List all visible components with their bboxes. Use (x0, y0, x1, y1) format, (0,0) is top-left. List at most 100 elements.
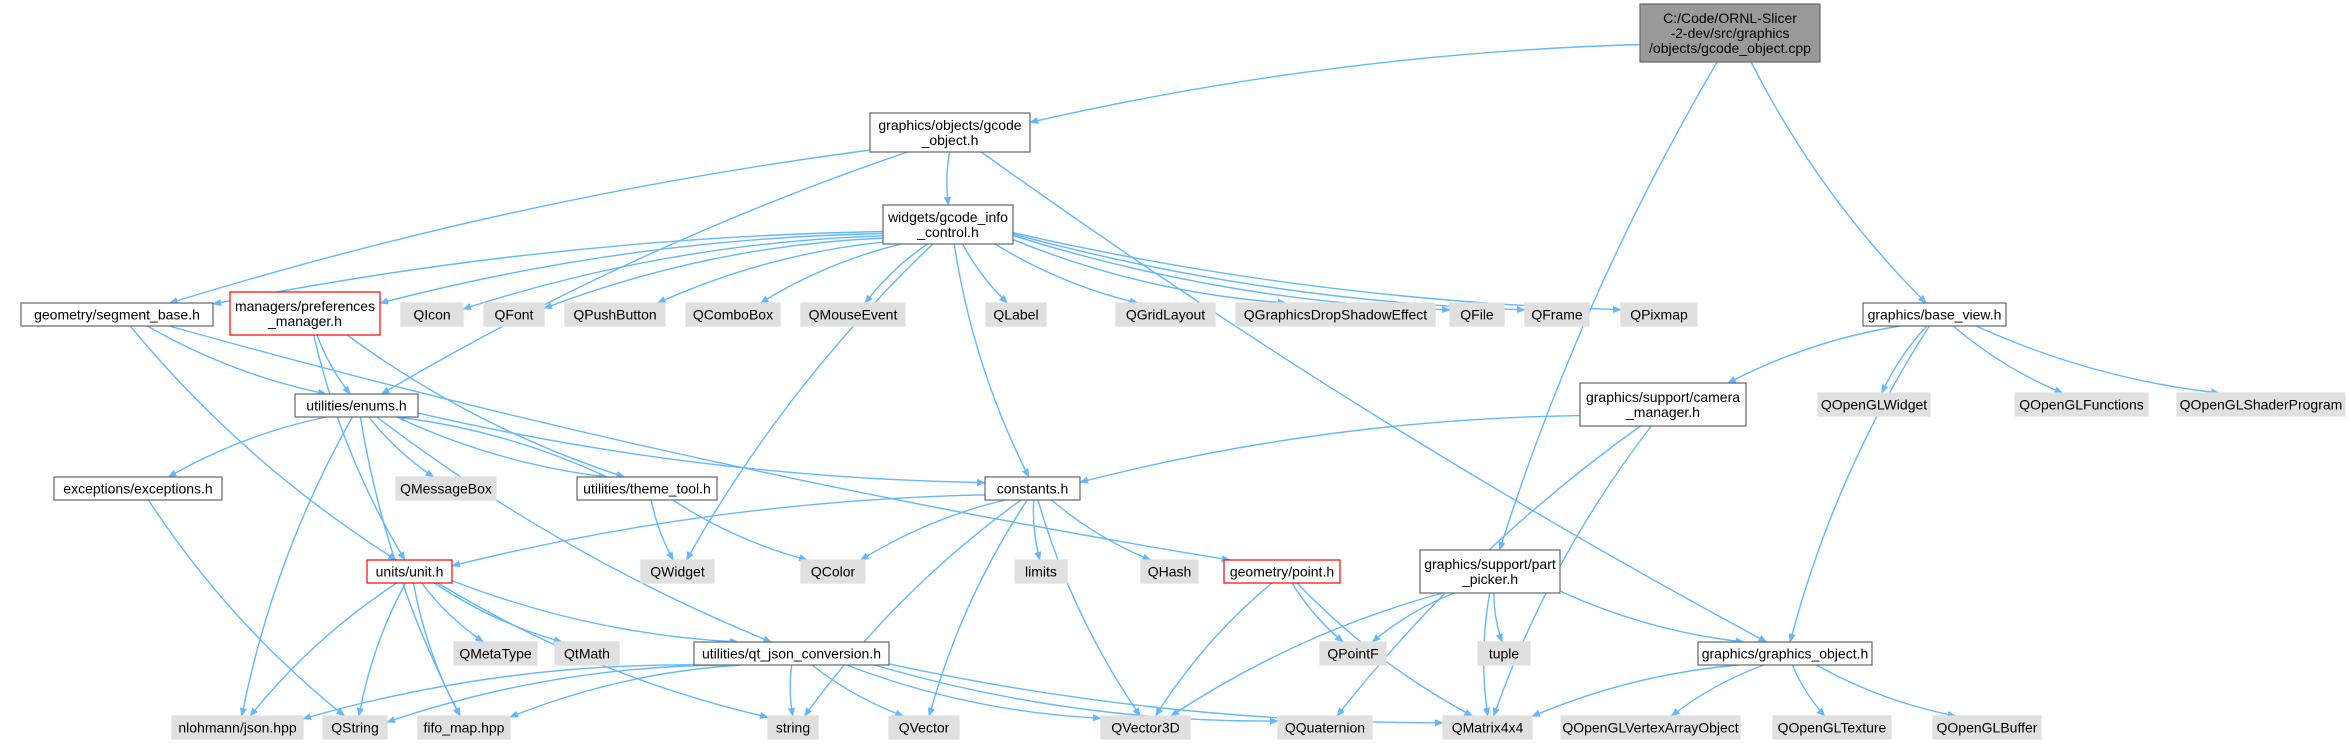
node-constants-h[interactable]: constants.h (984, 476, 1081, 501)
edge-gcode_info_control_h-to-qfont (543, 237, 884, 309)
node-qopenglshaderprogram: QOpenGLShaderProgram (2176, 392, 2346, 417)
node-box (640, 559, 715, 584)
node-label-line: constants.h (997, 481, 1069, 497)
node-segment-base-h[interactable]: geometry/segment_base.h (20, 302, 214, 327)
edge-gcode_info_control_h-to-qmouseevent (864, 243, 928, 304)
edge-qt_json_conversion_h-to-qstring (386, 664, 724, 723)
edge-base_view_h-to-camera_manager_h (1727, 325, 1900, 384)
edge-enums_h-to-nlohmann_json (239, 416, 353, 717)
edge-enums_h-to-constants_h (417, 412, 986, 487)
edge-theme_tool_h-to-qcolor (672, 499, 809, 562)
node-box (483, 302, 545, 327)
node-theme-tool-h[interactable]: utilities/theme_tool.h (576, 476, 718, 501)
edge-unit_h-to-qstring (356, 582, 407, 717)
node-exceptions-h[interactable]: exceptions/exceptions.h (53, 476, 223, 501)
node-box (322, 715, 388, 740)
node-qicon: QIcon (400, 302, 464, 327)
node-qtmath: QtMath (554, 641, 620, 666)
edge-qt_json_conversion_h-to-qquaternion (874, 664, 1279, 725)
node-root[interactable]: C:/Code/ORNL-Slicer-2-dev/src/graphics/o… (1639, 3, 1821, 63)
edge-segment_base_h-to-point_h (168, 325, 1231, 563)
node-label-line: QHash (1148, 564, 1192, 580)
edge-segment_base_h-to-enums_h (146, 325, 328, 396)
node-part-picker-h[interactable]: graphics/support/part_picker.h (1419, 549, 1561, 594)
node-label-line: QMatrix4x4 (1452, 720, 1524, 736)
node-box (576, 476, 718, 501)
node-gcode-info-control-h[interactable]: widgets/gcode_info_control.h (882, 204, 1014, 245)
edge-qt_json_conversion_h-to-nlohmann_json (302, 664, 706, 721)
node-label-line: units/unit.h (376, 564, 444, 580)
edge-gcode_object_h-to-gcode_info_control_h (943, 151, 951, 206)
edge-camera_manager_h-to-constants_h (1079, 414, 1581, 484)
node-box (1620, 302, 1698, 327)
node-enums-h[interactable]: utilities/enums.h (294, 393, 419, 418)
node-box (366, 559, 453, 584)
node-label-line: QGridLayout (1126, 307, 1205, 323)
node-camera-manager-h[interactable]: graphics/support/camera_manager.h (1579, 382, 1747, 427)
edge-gcode_info_control_h-to-qicon (462, 235, 884, 311)
node-label-line: QOpenGLTexture (1778, 720, 1887, 736)
node-box (1862, 302, 2007, 327)
node-qopenglvertexarrayobject: QOpenGLVertexArrayObject (1560, 715, 1741, 740)
edge-segment_base_h-to-unit_h (129, 325, 398, 561)
node-box (564, 302, 666, 327)
node-qt-json-conversion-h[interactable]: utilities/qt_json_conversion.h (693, 641, 890, 666)
edge-part_picker_h-to-graphics_object_h (1559, 590, 1745, 645)
node-box (1014, 559, 1068, 584)
node-qpushbutton: QPushButton (564, 302, 666, 327)
edge-constants_h-to-qhash (1051, 499, 1152, 561)
node-label-line: /objects/gcode_object.cpp (1649, 40, 1811, 56)
node-preferences-manager-h[interactable]: managers/preferences_manager.h (229, 291, 381, 336)
node-label-line: QPixmap (1630, 307, 1688, 323)
node-label-line: graphics/base_view.h (1868, 307, 2002, 323)
node-label-line: QtMath (564, 646, 610, 662)
node-label-line: QColor (811, 564, 856, 580)
node-qmatrix4x4: QMatrix4x4 (1442, 715, 1533, 740)
node-label-line: geometry/segment_base.h (34, 307, 200, 323)
node-box (1140, 559, 1199, 584)
node-qstring: QString (322, 715, 388, 740)
node-box (294, 393, 419, 418)
node-label-line: QComboBox (693, 307, 773, 323)
edge-gcode_info_control_h-to-qgraphicsdropshadoweffect (1012, 238, 1287, 307)
edge-unit_h-to-qt_json_conversion_h (451, 579, 739, 646)
node-label-line: graphics/support/camera (1586, 389, 1740, 405)
node-qmessagebox: QMessageBox (395, 476, 497, 501)
node-box (888, 715, 960, 740)
node-limits: limits (1014, 559, 1068, 584)
node-label-line: QQuaternion (1285, 720, 1365, 736)
node-unit-h[interactable]: units/unit.h (366, 559, 453, 584)
node-label-line: QMessageBox (400, 481, 492, 497)
node-qhash: QHash (1140, 559, 1199, 584)
node-graphics-object-h[interactable]: graphics/graphics_object.h (1697, 641, 1873, 666)
edge-root-to-part_picker_h (1498, 61, 1718, 551)
node-qframe: QFrame (1524, 302, 1590, 327)
node-label-line: geometry/point.h (1230, 564, 1334, 580)
edge-gcode_info_control_h-to-qwidget (685, 243, 934, 561)
edge-point_h-to-qpointf (1291, 582, 1344, 643)
node-qfont: QFont (483, 302, 545, 327)
node-box (869, 112, 1031, 153)
node-base-view-h[interactable]: graphics/base_view.h (1862, 302, 2007, 327)
node-point-h[interactable]: geometry/point.h (1223, 559, 1341, 584)
edge-preferences_manager_h-to-unit_h (313, 334, 406, 561)
node-label-line: graphics/graphics_object.h (1702, 646, 1869, 662)
node-box (171, 715, 304, 740)
node-box (984, 476, 1081, 501)
node-label-line: QPointF (1327, 646, 1378, 662)
node-box (453, 641, 538, 666)
node-gcode-object-h[interactable]: graphics/objects/gcode_object.h (869, 112, 1031, 153)
edge-base_view_h-to-qopenglwidget (1881, 325, 1928, 394)
edge-base_view_h-to-qopenglshaderprogram (1975, 325, 2221, 396)
edge-unit_h-to-qtmath (434, 582, 563, 644)
node-box (2014, 392, 2149, 417)
node-box (2176, 392, 2346, 417)
node-box (1817, 392, 1931, 417)
edge-preferences_manager_h-to-enums_h (316, 334, 351, 395)
node-label-line: QFrame (1531, 307, 1583, 323)
edge-enums_h-to-qmessagebox (368, 416, 435, 478)
node-nlohmann-json: nlohmann/json.hpp (171, 715, 304, 740)
node-box (1932, 715, 2042, 740)
node-label-line: exceptions/exceptions.h (63, 481, 212, 497)
node-label-line: QOpenGLFunctions (2019, 397, 2144, 413)
